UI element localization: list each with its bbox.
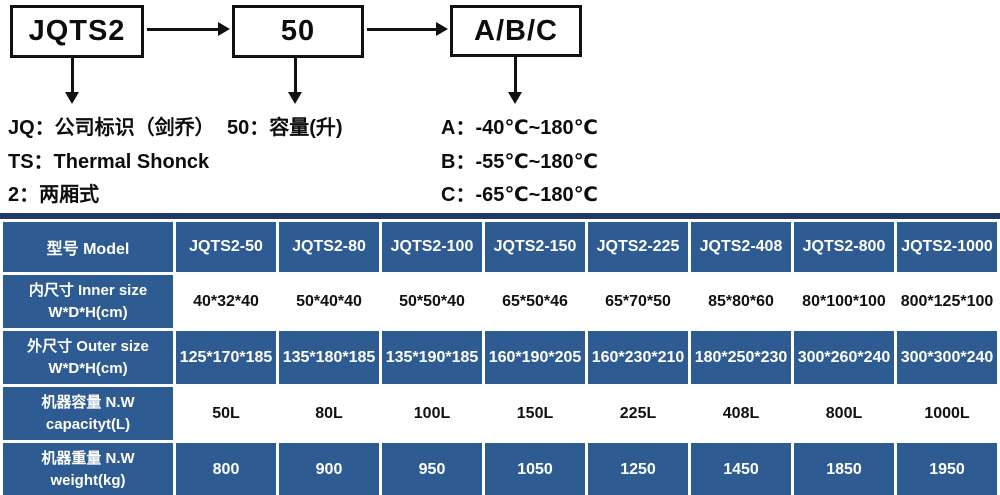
table-cell: 50*40*40 xyxy=(279,275,379,328)
table-cell: 180*250*230 xyxy=(691,331,791,384)
table-cell: 80*100*100 xyxy=(794,275,894,328)
table-cell: 800 xyxy=(176,443,276,495)
row-label-outer-size: 外尺寸 Outer size W*D*H(cm) xyxy=(3,331,173,384)
column-header: JQTS2-800 xyxy=(794,222,894,272)
table-cell: 950 xyxy=(382,443,482,495)
note-temp-range-c: C：-65℃~180℃ xyxy=(441,184,598,206)
column-header-model: 型号 Model xyxy=(3,222,173,272)
row-label-line: 外尺寸 Outer size xyxy=(27,337,149,355)
spec-table: 型号 Model JQTS2-50 JQTS2-80 JQTS2-100 JQT… xyxy=(0,219,1000,495)
note-two-zone: 2：两厢式 xyxy=(8,184,100,206)
table-cell: 800L xyxy=(794,387,894,440)
table-row-outer-size: 外尺寸 Outer size W*D*H(cm) 125*170*185 135… xyxy=(3,331,997,384)
table-cell: 225L xyxy=(588,387,688,440)
table-row-capacity: 机器容量 N.W capacityt(L) 50L 80L 100L 150L … xyxy=(3,387,997,440)
table-cell: 800*125*100 xyxy=(897,275,997,328)
table-cell: 300*260*240 xyxy=(794,331,894,384)
row-label-line: 内尺寸 Inner size xyxy=(28,281,148,299)
row-label-capacity: 机器容量 N.W capacityt(L) xyxy=(3,387,173,440)
model-prefix-box: JQTS2 xyxy=(10,5,144,58)
naming-diagram: JQTS2 50 A/B/C JQ：公司标识（剑乔） TS：Thermal Sh… xyxy=(0,0,1000,213)
column-header: JQTS2-408 xyxy=(691,222,791,272)
arrow-right-icon xyxy=(147,22,230,36)
table-cell: 85*80*60 xyxy=(691,275,791,328)
note-company-code: JQ：公司标识（剑乔） xyxy=(8,117,215,139)
table-top-accent-bar xyxy=(0,213,1000,219)
column-header: JQTS2-80 xyxy=(279,222,379,272)
table-cell: 135*180*185 xyxy=(279,331,379,384)
note-temp-range-a: A：-40℃~180℃ xyxy=(441,117,598,139)
arrow-right-icon xyxy=(367,22,448,36)
table-cell: 125*170*185 xyxy=(176,331,276,384)
note-capacity: 50：容量(升) xyxy=(227,117,343,139)
column-header: JQTS2-1000 xyxy=(897,222,997,272)
column-header: JQTS2-225 xyxy=(588,222,688,272)
table-cell: 160*190*205 xyxy=(485,331,585,384)
row-label-line: capacityt(L) xyxy=(45,415,131,433)
table-cell: 150L xyxy=(485,387,585,440)
table-cell: 135*190*185 xyxy=(382,331,482,384)
table-cell: 50L xyxy=(176,387,276,440)
row-label-line: 机器重量 N.W xyxy=(41,449,135,467)
column-header: JQTS2-50 xyxy=(176,222,276,272)
temp-grade-box: A/B/C xyxy=(450,5,582,57)
arrow-down-icon xyxy=(65,58,79,104)
column-header: JQTS2-100 xyxy=(382,222,482,272)
row-label-line: W*D*H(cm) xyxy=(48,359,128,377)
note-temp-range-b: B：-55℃~180℃ xyxy=(441,151,598,173)
table-cell: 300*300*240 xyxy=(897,331,997,384)
note-thermal-shock: TS：Thermal Shonck xyxy=(8,151,210,173)
table-cell: 65*70*50 xyxy=(588,275,688,328)
arrow-down-icon xyxy=(508,57,522,104)
table-cell: 65*50*46 xyxy=(485,275,585,328)
table-row-weight: 机器重量 N.W weight(kg) 800 900 950 1050 125… xyxy=(3,443,997,495)
table-cell: 50*50*40 xyxy=(382,275,482,328)
table-row-inner-size: 内尺寸 Inner size W*D*H(cm) 40*32*40 50*40*… xyxy=(3,275,997,328)
table-cell: 1850 xyxy=(794,443,894,495)
arrow-down-icon xyxy=(288,58,302,104)
table-cell: 100L xyxy=(382,387,482,440)
table-cell: 408L xyxy=(691,387,791,440)
row-label-line: weight(kg) xyxy=(50,471,126,489)
row-label-line: W*D*H(cm) xyxy=(48,303,128,321)
table-cell: 160*230*210 xyxy=(588,331,688,384)
row-label-weight: 机器重量 N.W weight(kg) xyxy=(3,443,173,495)
table-cell: 1250 xyxy=(588,443,688,495)
row-label-inner-size: 内尺寸 Inner size W*D*H(cm) xyxy=(3,275,173,328)
table-header-row: 型号 Model JQTS2-50 JQTS2-80 JQTS2-100 JQT… xyxy=(3,222,997,272)
table-cell: 1950 xyxy=(897,443,997,495)
table-cell: 900 xyxy=(279,443,379,495)
table-cell: 1050 xyxy=(485,443,585,495)
capacity-code-box: 50 xyxy=(232,5,364,58)
table-cell: 80L xyxy=(279,387,379,440)
table-cell: 1450 xyxy=(691,443,791,495)
row-label-line: 机器容量 N.W xyxy=(41,393,135,411)
table-cell: 1000L xyxy=(897,387,997,440)
table-cell: 40*32*40 xyxy=(176,275,276,328)
column-header: JQTS2-150 xyxy=(485,222,585,272)
